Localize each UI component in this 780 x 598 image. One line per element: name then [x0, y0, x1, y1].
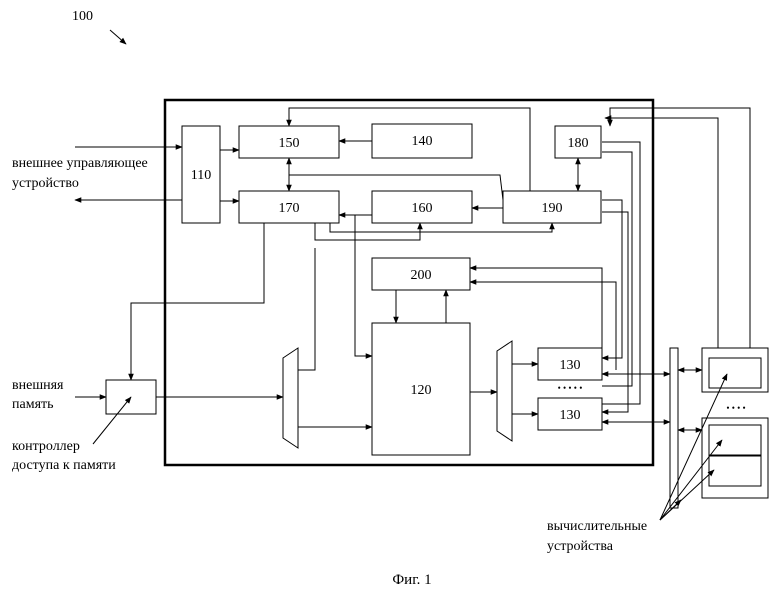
- block-200-label: 200: [411, 268, 432, 283]
- figure-caption: Фиг. 1: [392, 572, 431, 588]
- compute-devices-label-line1: вычислительные: [547, 519, 647, 534]
- external-memory-label-line1: внешняя: [12, 378, 64, 393]
- external-memory-label-line2: память: [12, 397, 54, 412]
- external-control-device-label-line2: устройство: [12, 176, 79, 191]
- compute-device-bottom-inner-1: [709, 425, 761, 455]
- compute-device-bottom-inner-2: [709, 456, 761, 486]
- memory-controller-label-line2: доступа к памяти: [12, 458, 116, 473]
- right-multiplexer: [497, 341, 512, 441]
- compute-device-top-inner: [709, 358, 761, 388]
- block-170-label: 170: [279, 201, 300, 216]
- block-130-top-label: 130: [560, 358, 581, 373]
- figure-reference-number: 100: [72, 9, 93, 24]
- block-150-label: 150: [279, 136, 300, 151]
- compute-devices-label-line2: устройства: [547, 539, 614, 554]
- block-190-label: 190: [542, 201, 563, 216]
- external-control-device-label-line1: внешнее управляющее: [12, 156, 148, 171]
- ellipsis-130: • • • • •: [558, 383, 583, 393]
- block-110-label: 110: [191, 168, 211, 183]
- ellipsis-compute: • • • •: [726, 403, 745, 413]
- memory-controller-label-line1: контроллер: [12, 439, 80, 454]
- block-130-bottom-label: 130: [560, 408, 581, 423]
- block-120-label: 120: [411, 383, 432, 398]
- connection-lines: [75, 108, 750, 520]
- block-140-label: 140: [412, 134, 433, 149]
- left-multiplexer: [283, 348, 298, 448]
- reference-arrow: [110, 30, 126, 44]
- block-180-label: 180: [568, 136, 589, 151]
- block-160-label: 160: [412, 201, 433, 216]
